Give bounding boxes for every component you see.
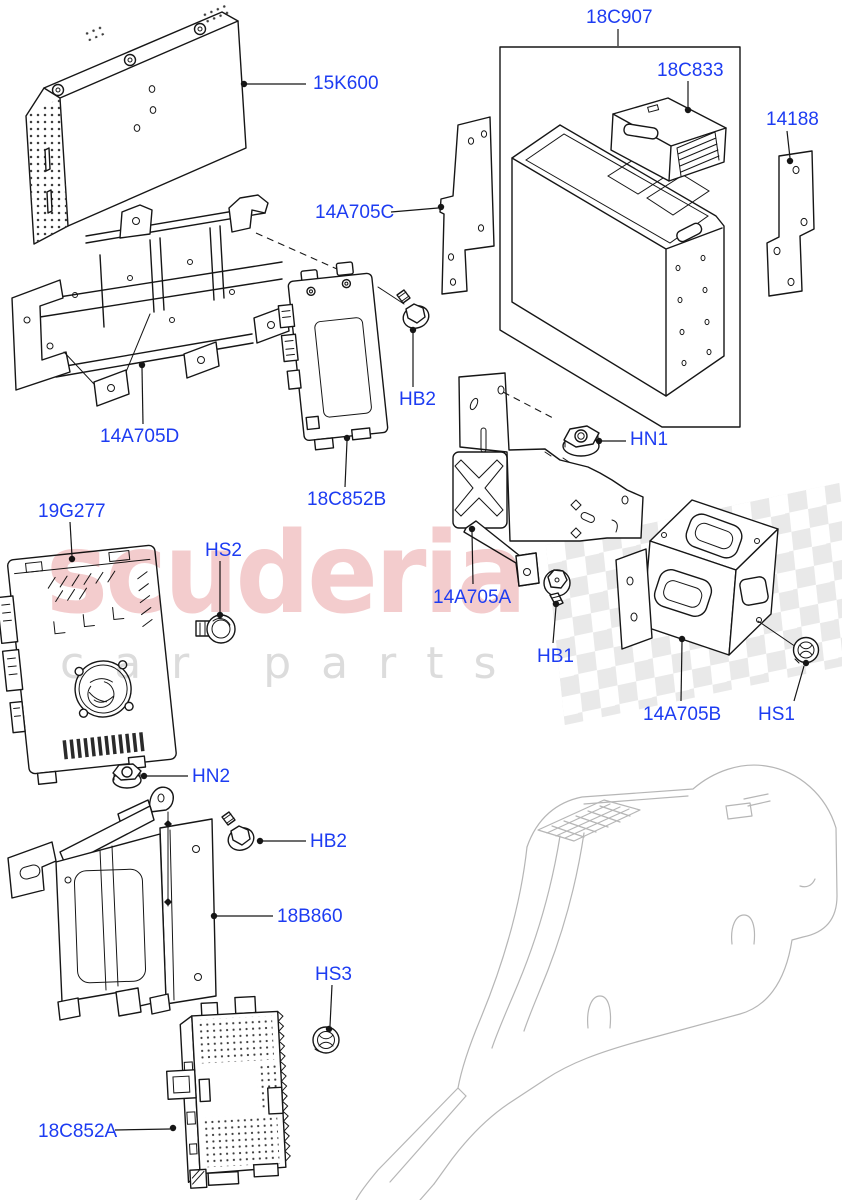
part-HS3-screw [312,1026,340,1054]
reference-quarter-trim-panel-drawing [355,764,838,1200]
callout-HB2-upper[interactable]: HB2 [399,389,436,410]
watermark-brand: scuderia [46,509,527,639]
part-14188-bracket [766,150,815,297]
part-HB2-bolt-lower [221,811,255,851]
part-18C852B-module [277,261,389,451]
callout-14A705C[interactable]: 14A705C [315,202,395,223]
part-18C852A-module [165,995,291,1189]
callout-18C852A[interactable]: 18C852A [38,1121,118,1142]
callout-HN1[interactable]: HN1 [630,429,669,450]
callout-14188[interactable]: 14188 [766,109,819,130]
callout-14A705D[interactable]: 14A705D [100,426,180,447]
callout-18C833[interactable]: 18C833 [657,60,724,81]
watermark-subtitle: car parts [60,638,527,689]
part-14A705D-mounting-bracket [11,194,290,407]
part-15K600-module [25,3,247,245]
part-14A705A-bracket [452,372,644,587]
callout-HS1[interactable]: HS1 [758,704,795,725]
callout-19G277[interactable]: 19G277 [38,501,106,522]
callout-18C907[interactable]: 18C907 [586,7,653,28]
part-14A705C-plate [439,116,495,295]
callout-HB2-lower[interactable]: HB2 [310,831,347,852]
callout-14A705A[interactable]: 14A705A [433,587,512,608]
part-18C833-module [610,97,727,182]
callout-HS2[interactable]: HS2 [205,540,242,561]
part-HN1-flange-nut [562,425,600,457]
callout-HS3[interactable]: HS3 [315,964,352,985]
part-18B860-bracket [7,786,217,1021]
part-19G277-module [0,544,177,785]
part-18C907-kit-outline-box [499,46,741,428]
callout-18B860[interactable]: 18B860 [277,906,343,927]
part-HB1-bolt [543,569,571,607]
part-HB2-bolt-upper [396,289,430,329]
assembly-axis-lines [164,232,554,907]
part-14A705B-bracket [615,499,800,656]
callout-14A705B[interactable]: 14A705B [643,704,722,725]
callout-18C852B[interactable]: 18C852B [307,489,387,510]
callout-leader-lines [68,29,810,1132]
part-HS1-screw [792,636,820,664]
part-HN2-flange-nut [112,763,142,789]
callout-HB1[interactable]: HB1 [537,646,574,667]
callout-15K600[interactable]: 15K600 [313,73,379,94]
callout-HN2[interactable]: HN2 [192,766,231,787]
